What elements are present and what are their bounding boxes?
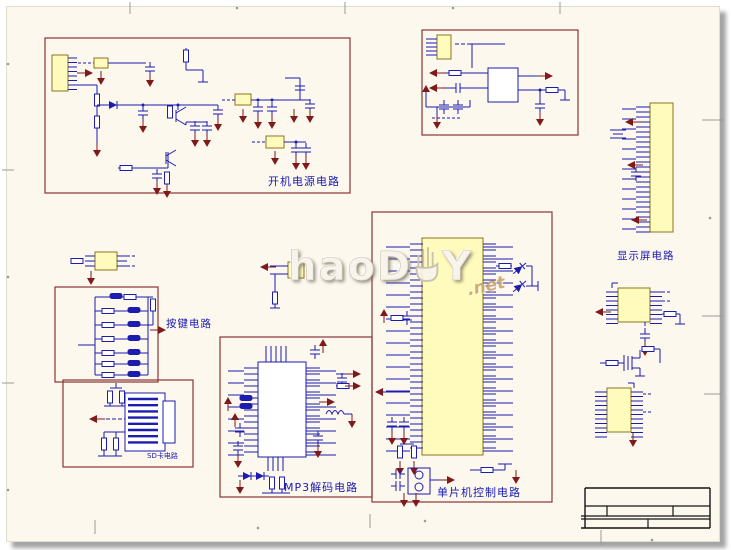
sheet-ticks <box>2 2 724 534</box>
key-circuit-box <box>54 286 159 383</box>
power-circuit-label: 开机电源电路 <box>268 175 340 188</box>
display-module <box>649 102 674 233</box>
aux-circuit-box <box>421 29 579 136</box>
mp3-circuit-wiring <box>224 339 361 494</box>
display-circuit-wiring <box>610 106 650 233</box>
sd-circuit-wiring <box>89 383 158 457</box>
mcu-circuit-label: 单片机控制电路 <box>437 486 521 499</box>
aux-ic <box>487 67 519 103</box>
ic-chip-right-lower <box>606 387 632 433</box>
key-circuit-label: 按键电路 <box>166 318 212 330</box>
sd-card-connector-tab <box>162 400 176 444</box>
power-connector <box>51 54 69 92</box>
key-circuit-wiring <box>78 293 156 378</box>
mp3-circuit-label: MP3解码电路 <box>284 481 359 494</box>
aux-circuit-wiring <box>422 38 570 129</box>
mcu-chip <box>421 237 484 456</box>
misc-wiring <box>70 251 305 334</box>
mcu-circuit-box <box>371 211 553 503</box>
power-circuit-box <box>44 37 351 194</box>
power-circuit-wiring <box>68 48 315 198</box>
title-block <box>581 487 711 545</box>
display-circuit-label: 显示屏电路 <box>617 250 675 262</box>
right-side-wiring <box>595 282 685 447</box>
sd-circuit-box <box>62 379 194 468</box>
mp3-decoder-ic <box>257 361 307 458</box>
aux-connector <box>436 34 452 60</box>
sd-circuit-label: SD卡电路 <box>147 452 178 460</box>
ic-chip-right-upper <box>617 287 651 323</box>
drawing-sheet <box>6 6 720 542</box>
